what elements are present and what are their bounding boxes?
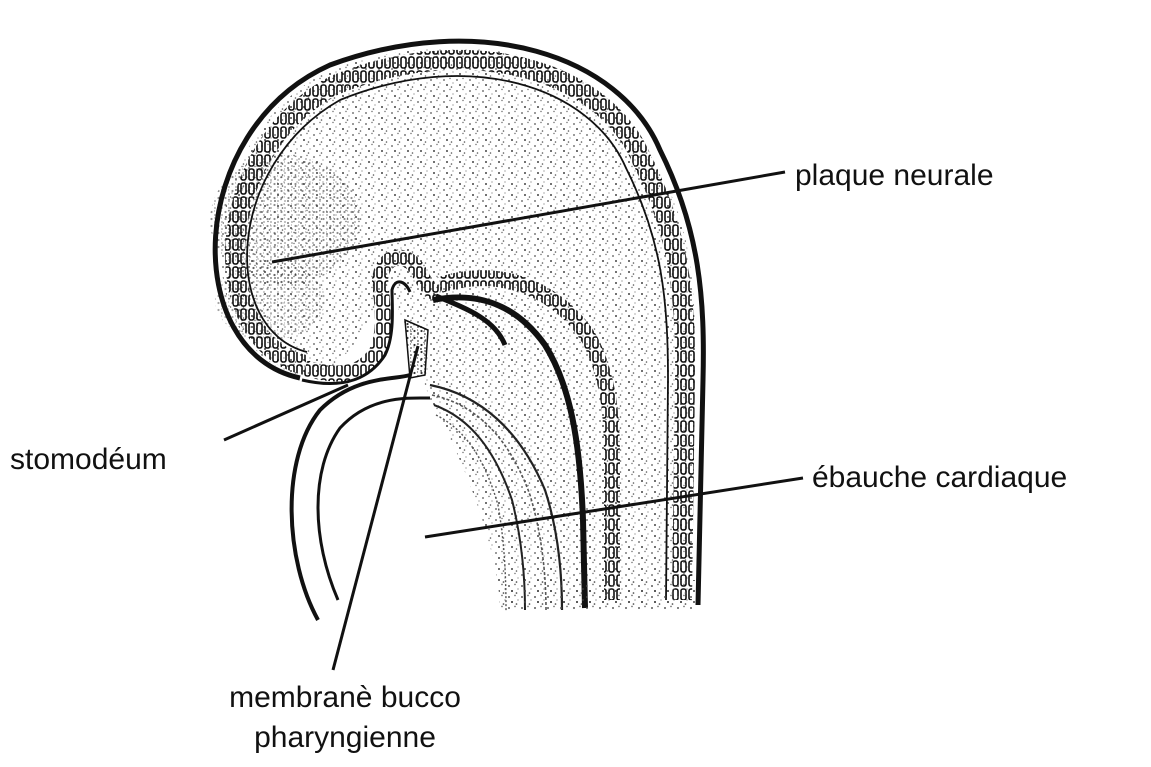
- leader-stomodeum: [224, 385, 348, 440]
- label-membrane-line-1: membranè bucco: [140, 678, 550, 718]
- pericardium-inner: [318, 398, 430, 600]
- label-stomodeum: stomodéum: [10, 442, 167, 478]
- leader-membrane: [333, 346, 418, 670]
- pericardium-outer: [292, 375, 410, 620]
- label-membrane-bucco-pharyngienne: membranè bucco pharyngienne: [140, 678, 550, 758]
- label-ebauche-cardiaque: ébauche cardiaque: [812, 460, 1067, 496]
- label-membrane-line-2: pharyngienne: [140, 718, 550, 758]
- cut-edge-stipple: [500, 580, 695, 610]
- label-plaque-neurale: plaque neurale: [795, 158, 994, 194]
